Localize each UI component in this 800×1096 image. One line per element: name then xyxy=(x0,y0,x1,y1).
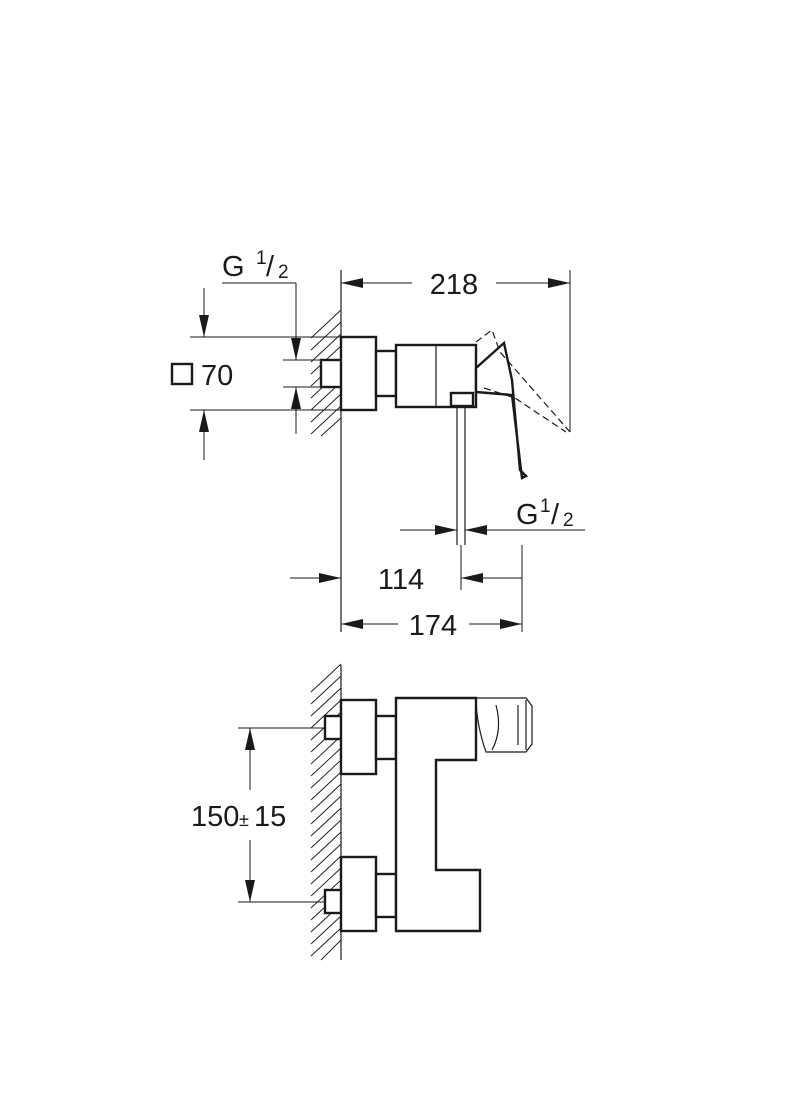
dim-150-base: 150 xyxy=(191,801,239,833)
front-wall xyxy=(310,663,342,961)
front-lower-connector xyxy=(323,855,398,933)
front-mixer-body xyxy=(394,696,533,933)
dim-150: 150 ± 15 xyxy=(191,727,325,903)
outlet-thread-num: 1 xyxy=(540,496,551,517)
dim-218: 218 xyxy=(341,269,571,432)
dim-outlet-thread: G 1 / 2 xyxy=(400,496,585,535)
front-view: 150 ± 15 xyxy=(191,663,533,961)
dim-150-tol: 15 xyxy=(254,801,286,833)
dim-150-pm: ± xyxy=(239,810,249,830)
outlet-thread-den: 2 xyxy=(563,510,574,531)
outlet-thread-prefix: G xyxy=(516,499,539,531)
inlet-thread-slash: / xyxy=(266,251,275,283)
side-outlet-pipe xyxy=(456,407,466,590)
dim-square-70: 70 xyxy=(170,288,341,460)
front-upper-connector xyxy=(323,698,398,776)
inlet-thread-num: 1 xyxy=(256,248,267,269)
side-inlet-connector xyxy=(319,335,398,412)
side-view: 218 114 174 G 1 / 2 xyxy=(170,248,585,642)
dim-114-label: 114 xyxy=(378,564,424,596)
side-mixer-body xyxy=(394,343,478,409)
dim-114: 114 xyxy=(290,564,522,596)
inlet-thread-prefix: G xyxy=(222,251,245,283)
dim-174-label: 174 xyxy=(409,610,457,642)
inlet-thread-den: 2 xyxy=(278,262,289,283)
dim-inlet-thread: G 1 / 2 xyxy=(222,248,321,434)
outlet-thread-slash: / xyxy=(551,499,560,531)
square-symbol-icon xyxy=(170,362,194,386)
dim-70-label: 70 xyxy=(201,360,233,392)
side-lever xyxy=(474,340,529,480)
dim-174: 174 xyxy=(341,545,523,642)
dim-218-label: 218 xyxy=(430,269,478,301)
